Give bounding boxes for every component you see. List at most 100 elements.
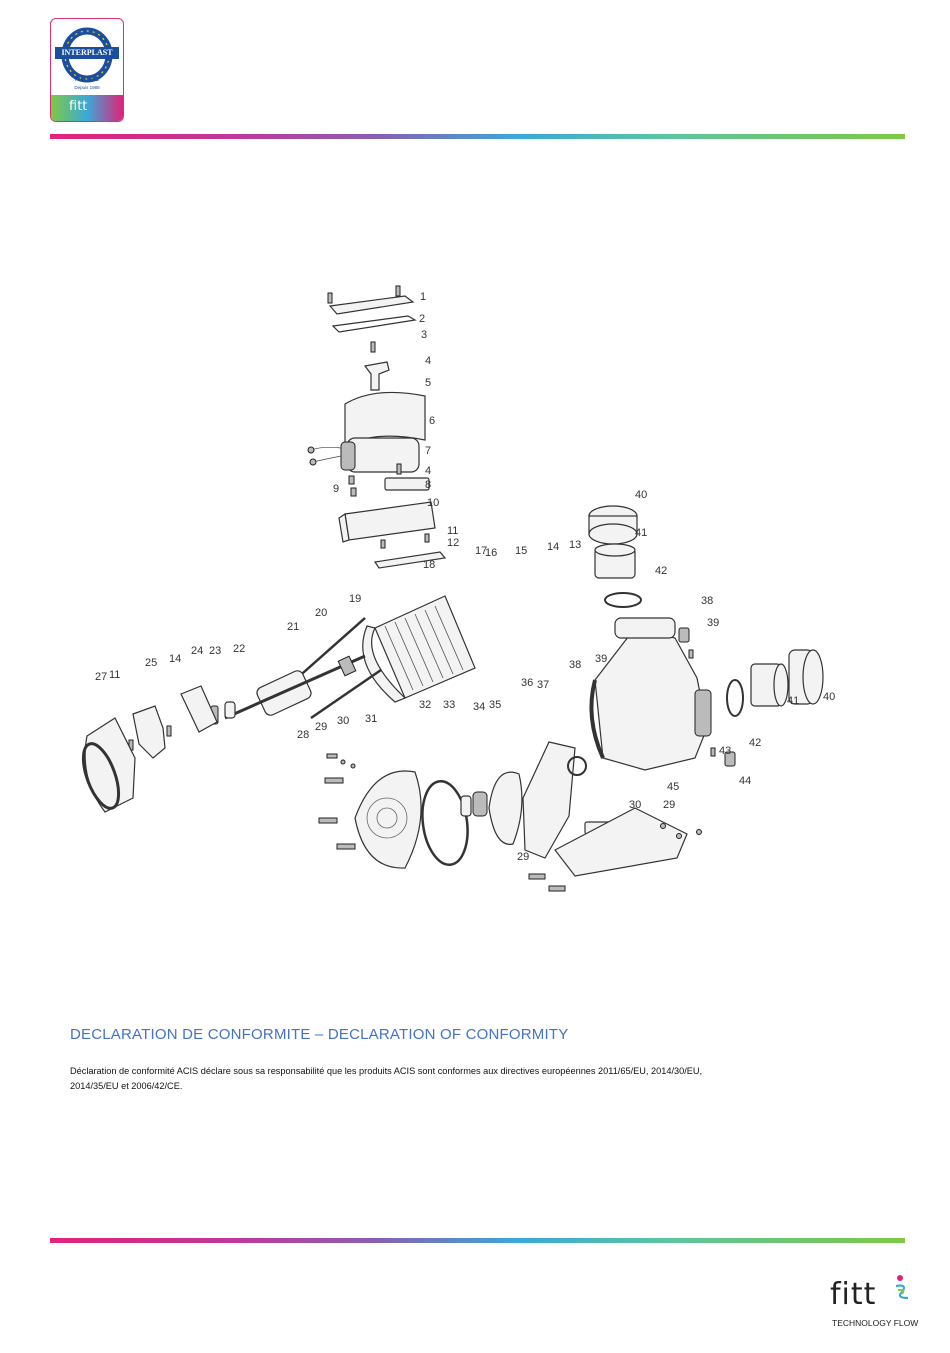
fitt-logo: fitt TECHNOLOGY FLOW — [830, 1275, 918, 1336]
capacitor-box — [344, 501, 436, 541]
base-bolts — [528, 823, 702, 892]
callout-19: 19 — [349, 593, 361, 605]
callout-11: 11 — [447, 525, 458, 537]
callout-29: 29 — [663, 799, 675, 811]
callout-8: 8 — [425, 479, 431, 491]
callout-37: 37 — [537, 679, 549, 691]
diffuser — [522, 741, 576, 859]
logo-since: Depuis 1988 — [74, 85, 100, 90]
fan-clip — [166, 725, 172, 737]
callout-42: 42 — [655, 565, 667, 577]
union-o-ring-side — [726, 679, 744, 717]
declaration-title: DECLARATION DE CONFORMITE – DECLARATION … — [70, 1026, 569, 1043]
callout-14: 14 — [169, 653, 181, 665]
callout-41: 41 — [635, 527, 647, 539]
callout-27: 27 — [95, 671, 107, 683]
rotor-shaft — [224, 654, 366, 720]
capacitor-cover — [328, 295, 415, 315]
cover-gasket — [331, 315, 417, 333]
interplast-logo: INTERPLAST PISCINE Depuis 1988 fitt — [50, 18, 124, 122]
callout-41: 41 — [787, 695, 799, 707]
declaration-line-1: Déclaration de conformité ACIS déclare s… — [70, 1066, 703, 1076]
callout-43: 43 — [719, 745, 731, 757]
fitt-tagline: TECHNOLOGY FLOW — [832, 1318, 919, 1328]
callout-17: 17 — [475, 545, 487, 557]
screw — [370, 341, 376, 353]
seal-plate — [354, 770, 422, 869]
callout-10: 10 — [427, 497, 439, 509]
motor-housing — [362, 595, 476, 703]
callout-40: 40 — [635, 489, 647, 501]
union-nut-top — [588, 505, 638, 545]
callout-29: 29 — [517, 851, 529, 863]
callout-28: 28 — [297, 729, 309, 741]
base-gasket — [373, 551, 447, 569]
declaration-text: Déclaration de conformité ACIS déclare s… — [70, 1064, 770, 1094]
callout-1: 1 — [420, 291, 426, 303]
drain-plug — [678, 627, 694, 659]
diffuser-o-ring — [567, 756, 587, 776]
callout-33: 33 — [443, 699, 455, 711]
callout-31: 31 — [365, 713, 377, 725]
union-nut-side — [788, 649, 824, 705]
callout-32: 32 — [419, 699, 431, 711]
callout-4: 4 — [425, 355, 431, 367]
o-ring — [421, 780, 469, 866]
callout-20: 20 — [315, 607, 327, 619]
pump-volute — [589, 617, 712, 771]
callout-9: 9 — [333, 483, 339, 495]
callout-38: 38 — [701, 595, 713, 607]
callout-24: 24 — [191, 645, 203, 657]
bottom-gradient-rule — [50, 1238, 905, 1243]
callout-39: 39 — [707, 617, 719, 629]
cooling-fan — [132, 705, 166, 759]
callout-4: 4 — [425, 465, 431, 477]
callout-38: 38 — [569, 659, 581, 671]
flow-swirl-icon — [895, 1275, 909, 1300]
cable-clamp — [363, 361, 390, 391]
callout-40: 40 — [823, 691, 835, 703]
callout-3: 3 — [421, 329, 427, 341]
bolt-washers-nuts — [326, 753, 356, 769]
callout-36: 36 — [521, 677, 533, 689]
fitt-brand-text: fitt — [830, 1277, 877, 1312]
callout-34: 34 — [473, 701, 485, 713]
impeller — [488, 771, 523, 845]
union-o-ring-top — [604, 592, 642, 608]
exploded-view-svg: 1234567489101112131415161718192021222324… — [81, 285, 835, 892]
rear-bearing-cover — [180, 685, 218, 733]
callout-21: 21 — [287, 621, 299, 633]
logo-brand-text: INTERPLAST — [61, 48, 113, 57]
callout-2: 2 — [419, 313, 425, 325]
callout-14: 14 — [547, 541, 559, 553]
callout-18: 18 — [423, 559, 435, 571]
callout-44: 44 — [739, 775, 751, 787]
callout-11: 11 — [109, 669, 120, 681]
terminal-block — [384, 477, 430, 491]
union-tailpiece-side — [750, 663, 789, 707]
callout-39: 39 — [595, 653, 607, 665]
ground-screws — [348, 475, 357, 497]
callout-23: 23 — [209, 645, 221, 657]
base-screws — [380, 533, 430, 549]
callout-25: 25 — [145, 657, 157, 669]
callout-30: 30 — [629, 799, 641, 811]
callout-6: 6 — [429, 415, 435, 427]
logo-sub-brand: fitt — [69, 99, 88, 114]
fan-cover — [81, 717, 136, 813]
logo-tagline: PISCINE — [74, 77, 99, 83]
union-tailpiece-top — [594, 543, 636, 579]
motor-tie-rods — [294, 617, 382, 720]
declaration-line-2: 2014/35/EU et 2006/42/CE. — [70, 1081, 183, 1091]
callout-16: 16 — [485, 547, 497, 559]
callout-5: 5 — [425, 377, 431, 389]
pump-base — [554, 807, 688, 877]
callout-22: 22 — [233, 643, 245, 655]
capacitor — [307, 437, 420, 473]
callout-13: 13 — [569, 539, 581, 551]
callout-7: 7 — [425, 445, 431, 457]
callout-30: 30 — [337, 715, 349, 727]
bearing — [224, 701, 236, 719]
